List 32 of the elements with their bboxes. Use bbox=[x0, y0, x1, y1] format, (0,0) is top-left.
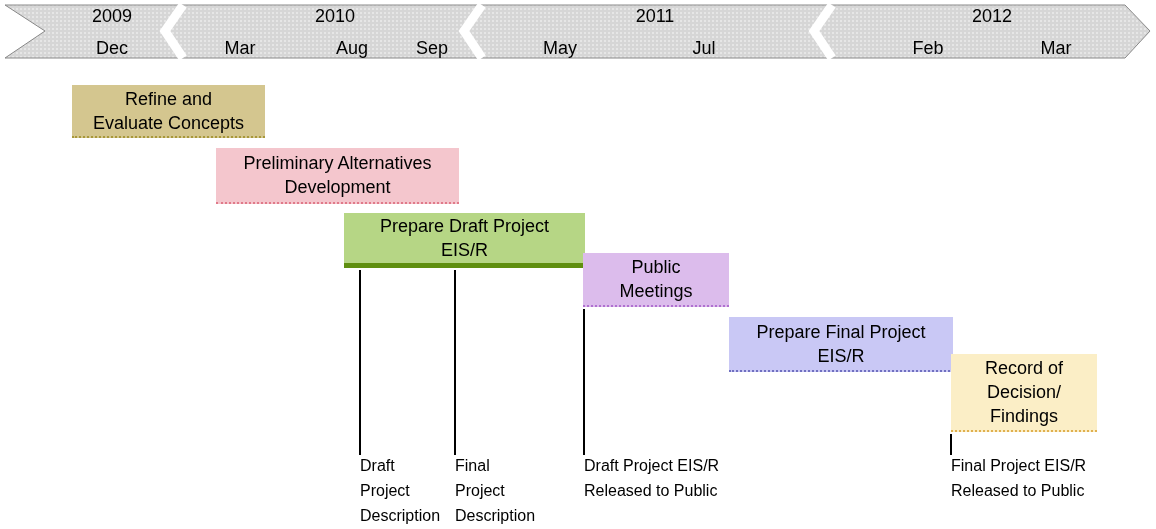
leader-line bbox=[950, 433, 952, 456]
task-bar bbox=[216, 148, 459, 204]
year-label: 2009 bbox=[92, 6, 132, 27]
month-label: Dec bbox=[96, 38, 128, 59]
month-label: May bbox=[543, 38, 577, 59]
task-bar bbox=[344, 213, 585, 268]
milestone-label: Draft Project EIS/R Released to Public bbox=[584, 453, 754, 503]
task-label: Record of Decision/ Findings bbox=[983, 357, 1064, 428]
month-label: Feb bbox=[912, 38, 944, 59]
task-bar bbox=[729, 317, 953, 372]
leader-line bbox=[583, 308, 585, 456]
task-label: Preliminary Alternatives Development bbox=[242, 152, 433, 199]
task-bar bbox=[951, 354, 1097, 432]
task-label: Refine and Evaluate Concepts bbox=[91, 87, 246, 135]
year-label: 2012 bbox=[972, 6, 1012, 27]
month-label: Mar bbox=[224, 38, 256, 59]
milestone-label: Final Project EIS/R Released to Public bbox=[951, 453, 1121, 503]
leader-line bbox=[454, 269, 456, 456]
task-label: Prepare Draft Project EIS/R bbox=[378, 215, 551, 262]
leader-line bbox=[359, 269, 361, 456]
task-label: Public Meetings bbox=[618, 256, 694, 303]
month-label: Aug bbox=[336, 38, 368, 59]
task-bar bbox=[72, 85, 265, 138]
task-bar bbox=[583, 253, 729, 307]
task-label: Prepare Final Project EIS/R bbox=[755, 320, 927, 368]
month-label: Sep bbox=[416, 38, 448, 59]
month-label: Jul bbox=[692, 38, 716, 59]
milestone-label: Draft Project Description bbox=[360, 453, 446, 528]
milestone-label: Final Project Description bbox=[455, 453, 541, 528]
month-label: Mar bbox=[1040, 38, 1072, 59]
year-label: 2011 bbox=[635, 6, 675, 27]
year-label: 2010 bbox=[315, 6, 355, 27]
